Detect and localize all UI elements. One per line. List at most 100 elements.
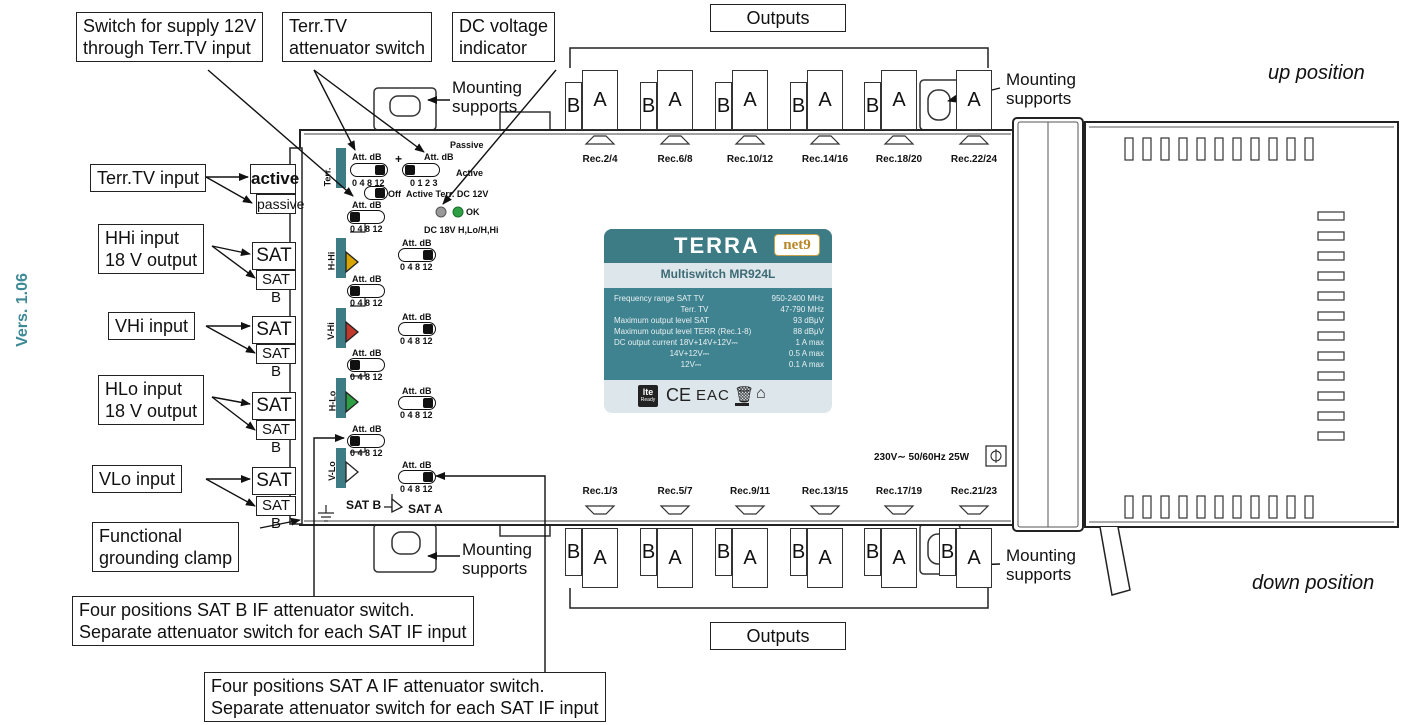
power-cable [1099,526,1131,596]
hhi-satb-attenuator-switch[interactable] [347,210,385,224]
connector-vhi-sat-a[interactable]: SAT A [252,316,296,366]
hhi-sata-scale: 0 4 8 12 [400,262,433,272]
port-bottom-4-a[interactable]: A [807,528,843,588]
ground-symbol [318,505,334,522]
mounting-br-line2: supports [1006,565,1072,584]
vhi-satb-scale: 0 4 8 12 [350,298,383,308]
port-bottom-2-a[interactable]: A [657,528,693,588]
vhi-satb-att-label: Att. dB [352,274,382,284]
connector-hhi-sat-a[interactable]: SAT A [252,242,296,292]
rec-top-1: Rec.2/4 [582,154,618,165]
hhi-line1: HHi input [105,228,180,248]
rec-bottom-6: Rec.21/23 [950,486,998,497]
port-top-4-a[interactable]: A [807,70,843,130]
connector-vhi-sat-b[interactable]: SAT B [256,344,296,380]
rec-bottom-3: Rec.9/11 [729,486,771,497]
brand-terra: TERRA [674,233,760,258]
mounting-bl-line2: supports [462,559,528,578]
port-bottom-3-a[interactable]: A [732,528,768,588]
port-top-2-b[interactable]: B [640,82,657,130]
power-rating-label: 230V∼ 50/60Hz 25W [874,452,970,463]
callout-mounting-top-left: Mounting supports [452,78,522,116]
hlo-line2: 18 V output [105,401,198,421]
hlo-sata-attenuator-switch[interactable] [398,396,436,410]
hhi-sata-attenuator-switch[interactable] [398,248,436,262]
off-label: Off [388,189,401,199]
mounting-bracket-top-right [919,79,961,131]
callout-switch-12v: Switch for supply 12V through Terr.TV in… [76,12,264,62]
port-top-5-a[interactable]: A [881,70,917,130]
port-bottom-6-b[interactable]: B [939,528,956,576]
port-bottom-3-b[interactable]: B [715,528,732,576]
connector-vlo-sat-b[interactable]: SAT B [256,496,296,532]
power-supply-housing [1084,121,1399,528]
vhi-satb-attenuator-switch[interactable] [347,284,385,298]
lte-ready-logo: lte Ready [638,385,658,407]
version-label: Vers. 1.06 [14,273,31,347]
port-bottom-5-a[interactable]: A [881,528,917,588]
connector-passive[interactable]: passive [256,194,305,214]
weee-bar [735,403,749,406]
rec-bottom-1: Rec.1/3 [582,486,618,497]
spec-freq-terr-value: 47-790 MHz [780,305,824,314]
connector-hhi-sat-b[interactable]: SAT B [256,270,296,306]
model-name: Multiswitch MR924L [660,267,776,281]
dc18v-label: DC 18V H,Lo/H,Hi [424,225,499,235]
mounting-tr-line1: Mounting [1006,70,1076,89]
hlo-line1: HLo input [105,379,183,399]
vhi-side-label: V-Hi [325,322,336,340]
mounting-bracket-top-left [373,87,551,131]
terr-side-label: Terr. [322,167,333,187]
callout-terr-att-line1: Terr.TV [289,16,348,36]
vhi-sata-attenuator-switch[interactable] [398,322,436,336]
mounting-bl-line1: Mounting [462,540,532,559]
callout-outputs-top: Outputs [710,4,846,32]
port-top-4-b[interactable]: B [790,82,807,130]
terr-attenuator-switch[interactable] [350,163,388,177]
callout-switch-12v-line2: through Terr.TV input [83,38,251,58]
callout-terr-att-line2: attenuator switch [289,38,426,58]
connector-hlo-sat-a[interactable]: SAT A [252,392,296,442]
terr-active-attenuator-switch[interactable] [402,163,440,177]
rec-top-6: Rec.22/24 [950,154,998,165]
port-top-1-b[interactable]: B [565,82,582,130]
vlo-sata-attenuator-switch[interactable] [398,470,436,484]
callout-outputs-bottom: Outputs [710,622,846,650]
connector-active[interactable]: active [250,164,299,194]
dc-indicator-led [435,206,447,218]
callout-terr-input: Terr.TV input [90,164,207,192]
callout-dc-line1: DC voltage [459,16,549,36]
port-bottom-5-b[interactable]: B [864,528,881,576]
hlo-sata-scale: 0 4 8 12 [400,410,433,420]
port-top-3-b[interactable]: B [715,82,732,130]
vlo-satb-attenuator-switch[interactable] [347,434,385,448]
vhi-sata-att-label: Att. dB [402,312,432,322]
port-top-2-a[interactable]: A [657,70,693,130]
port-bottom-4-b[interactable]: B [790,528,807,576]
port-top-5-b[interactable]: B [864,82,881,130]
vlo-satb-att-label: Att. dB [352,424,382,434]
rec-bottom-4: Rec.13/15 [801,486,849,497]
callout-switch-12v-line1: Switch for supply 12V [83,16,257,36]
port-bottom-1-b[interactable]: B [565,528,582,576]
hlo-satb-scale: 0 4 8 12 [350,372,383,382]
satb-att-line1: Four positions SAT B IF attenuator switc… [79,600,415,620]
connector-vlo-sat-a[interactable]: SAT A [252,467,296,517]
port-bottom-1-a[interactable]: A [582,528,618,588]
grounding-line1: Functional [99,526,183,546]
active-label: Active [456,168,484,178]
terr-active-att-label: Att. dB [424,152,454,162]
port-bottom-2-b[interactable]: B [640,528,657,576]
hlo-satb-attenuator-switch[interactable] [347,358,385,372]
spec-dc-2-label: 14V+12V⎓ [614,349,710,358]
port-bottom-6-a[interactable]: A [956,528,992,588]
port-top-1-a[interactable]: A [582,70,618,130]
port-top-6-a[interactable]: A [956,70,992,130]
spec-panel: TERRA net9 Multiswitch MR924L Frequency … [604,229,832,413]
port-top-3-a[interactable]: A [732,70,768,130]
connector-hlo-sat-b[interactable]: SAT B [256,420,296,456]
passive-label: Passive [450,140,484,150]
ok-label: OK [466,207,480,217]
callout-sata-attenuator: Four positions SAT A IF attenuator switc… [204,672,606,722]
terr-dc12v-switch[interactable] [364,186,388,200]
